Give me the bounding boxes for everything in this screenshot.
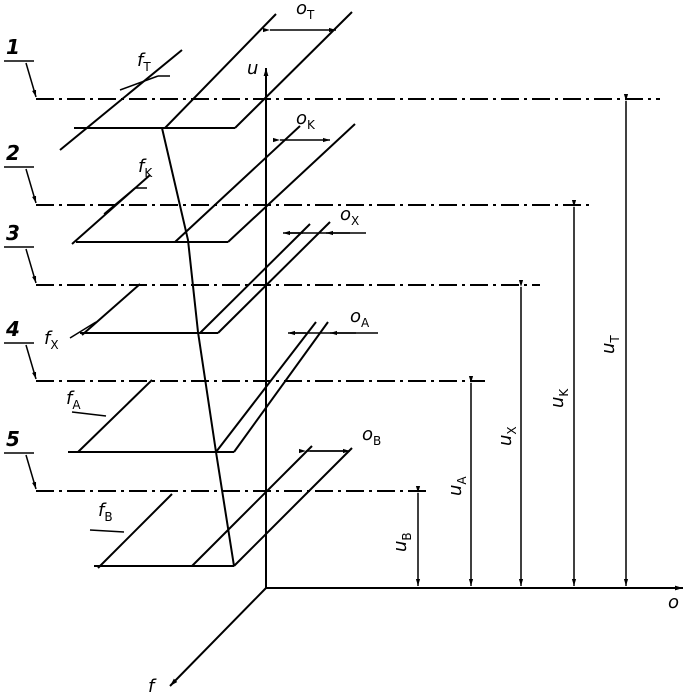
level-2: 2 fK oK: [4, 108, 356, 245]
level-2-o-label: oK: [296, 108, 316, 132]
u-label-X: uX: [495, 426, 519, 446]
u-dimensions: uT uK uX uA uB: [390, 94, 629, 586]
axes: u o f: [148, 58, 683, 696]
u-label-K: uK: [547, 388, 571, 408]
level-5-number: 5: [6, 427, 20, 451]
level-4-o-label: oA: [350, 306, 370, 330]
f-axis: [169, 587, 267, 687]
u-axis-label: u: [247, 58, 258, 79]
level-4-number: 4: [5, 317, 20, 341]
level-2-f-label: fK: [138, 156, 153, 180]
u-label-T: uT: [598, 335, 622, 354]
level-3-f-label: fX: [44, 328, 59, 352]
level-5-o-label: oB: [362, 424, 381, 448]
f-axis-label: f: [148, 676, 157, 696]
level-3-number: 3: [6, 221, 20, 245]
level-1-number: 1: [6, 35, 20, 59]
level-1: 1 fT oT: [4, 0, 353, 151]
level-3-o-label: oX: [340, 204, 359, 228]
level-1-f-label: fT: [137, 50, 151, 74]
o-axis-label: o: [668, 592, 679, 613]
level-lines: [36, 98, 660, 492]
level-3: 3 fX oX: [4, 204, 366, 352]
edge-line: [161, 127, 235, 567]
level-5-f-label: fB: [98, 500, 113, 524]
level-4-f-label: fA: [66, 388, 81, 412]
u-label-A: uA: [445, 476, 469, 496]
level-2-number: 2: [6, 141, 20, 165]
u-label-B: uB: [390, 532, 414, 552]
level-1-o-label: oT: [296, 0, 315, 22]
level-5: 5 fB oB: [4, 424, 381, 569]
level-4: 4 fA oA: [4, 306, 378, 453]
